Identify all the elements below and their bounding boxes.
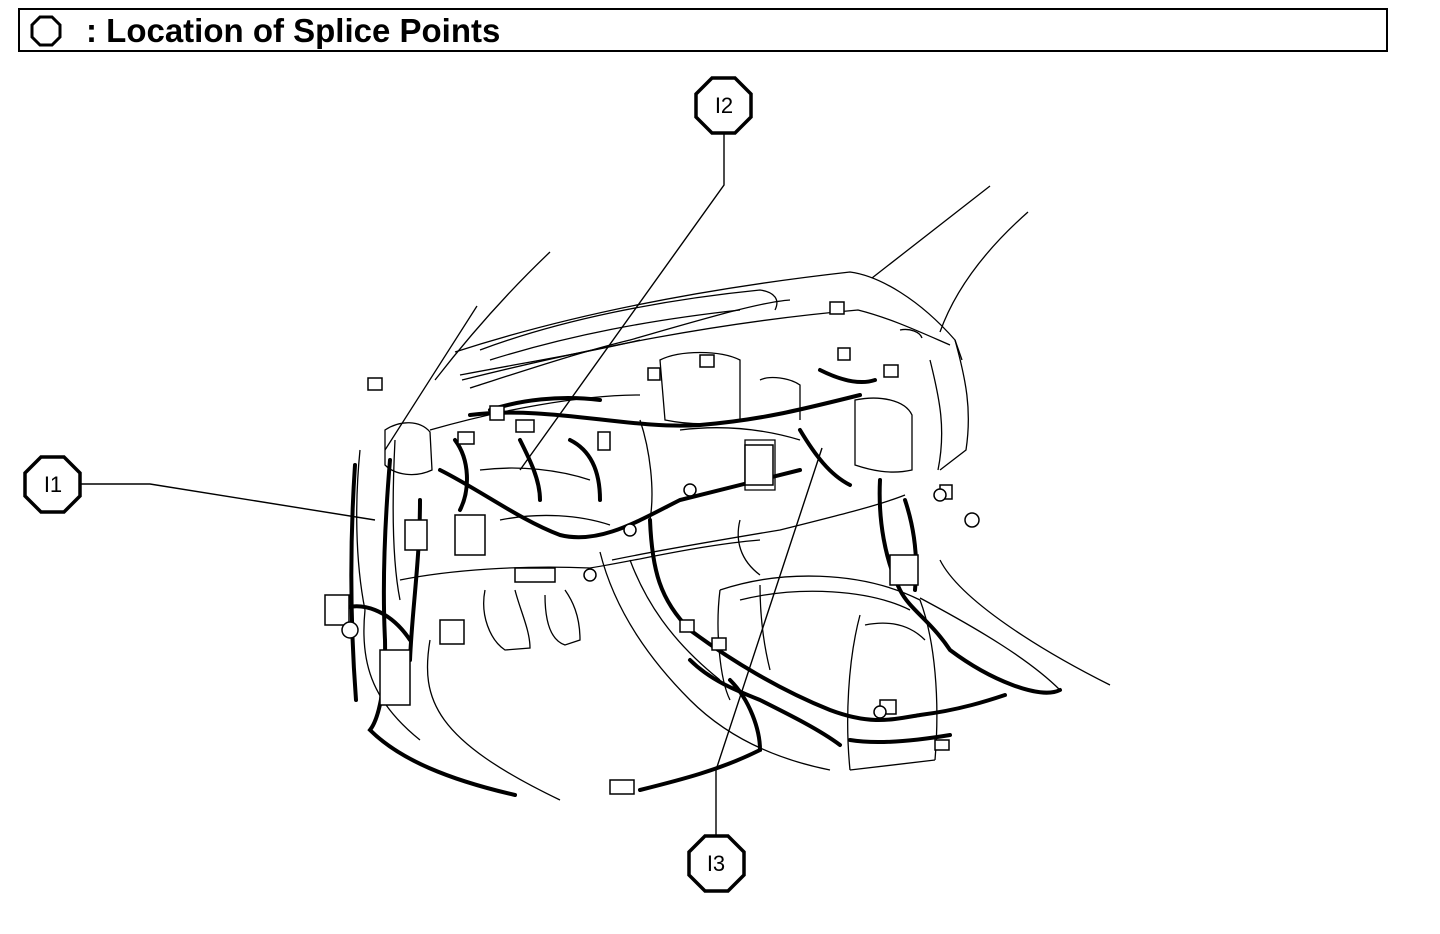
callout-i3: I3 bbox=[687, 447, 823, 893]
callout-i2-label: I2 bbox=[715, 93, 733, 118]
callout-i2: I2 bbox=[519, 76, 753, 471]
callout-i1: I1 bbox=[23, 455, 376, 521]
legend-title: : Location of Splice Points bbox=[86, 12, 501, 49]
connectors bbox=[324, 301, 980, 795]
wire-harness bbox=[338, 368, 1062, 797]
callout-i3-label: I3 bbox=[707, 851, 725, 876]
octagon-icon bbox=[30, 15, 62, 47]
dashboard-outline bbox=[356, 185, 1111, 801]
legend-title-bar: : Location of Splice Points bbox=[18, 8, 1388, 52]
callout-i1-label: I1 bbox=[44, 472, 62, 497]
